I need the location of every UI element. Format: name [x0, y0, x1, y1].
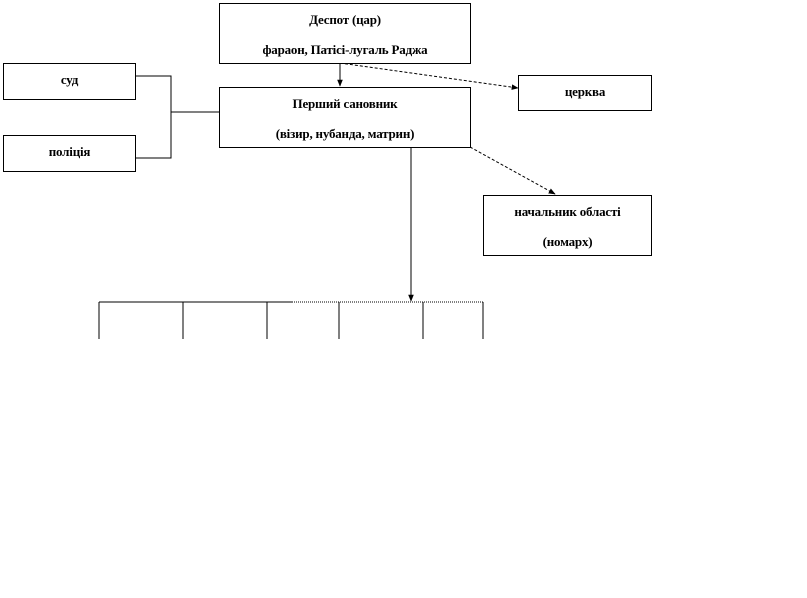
church-label: церква [564, 84, 606, 99]
police-label: поліція [48, 144, 91, 159]
first-official-subtitle: (візир, нубанда, матрин) [275, 126, 415, 141]
node-court: суд [3, 63, 136, 100]
node-church: церква [518, 75, 652, 111]
bracket-court-police [135, 75, 172, 159]
node-police: поліція [3, 135, 136, 172]
court-label: суд [60, 72, 79, 87]
node-region-head: начальник області (номарх) [483, 195, 652, 256]
arrow-official-to-region-head [469, 146, 556, 195]
region-head-subtitle: (номарх) [542, 234, 593, 249]
first-official-title: Перший сановник [292, 96, 398, 111]
node-first-official: Перший сановник (візир, нубанда, матрин) [219, 87, 471, 148]
region-head-title: начальник області [514, 204, 621, 219]
despot-subtitle: фараон, Патісі-лугаль Раджа [262, 42, 428, 57]
node-despot: Деспот (цар) фараон, Патісі-лугаль Раджа [219, 3, 471, 64]
arrow-despot-to-church [339, 62, 519, 90]
despot-title: Деспот (цар) [309, 12, 381, 27]
